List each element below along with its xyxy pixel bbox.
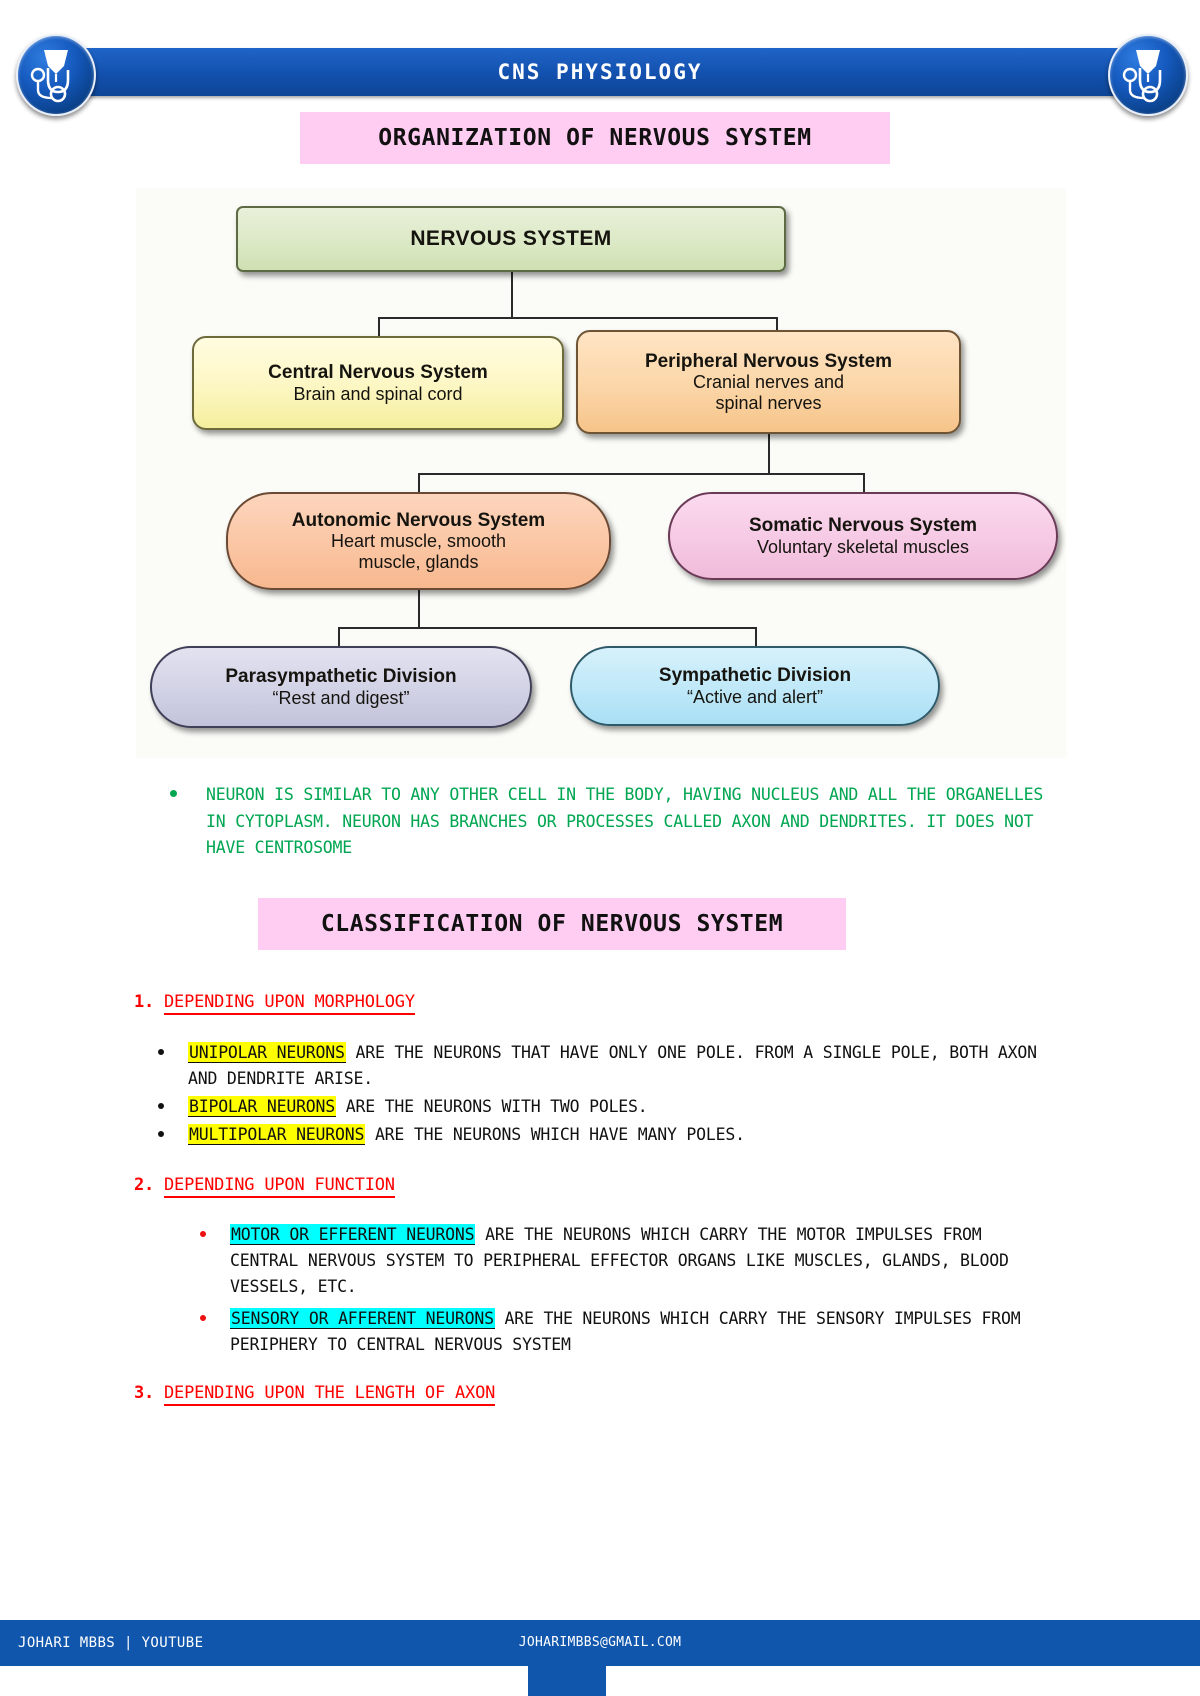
section-index: 2.	[134, 1175, 155, 1195]
list-item-text: ARE THE NEURONS WHICH CARRY THE MOTOR IM…	[230, 1225, 1009, 1297]
section-heading-2: 2. DEPENDING UPON FUNCTION	[134, 1175, 395, 1198]
section-heading-1: 1. DEPENDING UPON MORPHOLOGY	[134, 992, 415, 1015]
diagram-node-sympathetic-division: Sympathetic Division “Active and alert”	[570, 646, 940, 726]
node-title: Central Nervous System	[268, 362, 488, 384]
section-heading-3: 3. DEPENDING UPON THE LENGTH OF AXON	[134, 1383, 495, 1406]
node-subtitle: “Active and alert”	[686, 686, 824, 707]
list-item-text: ARE THE NEURONS WITH TWO POLES.	[336, 1097, 648, 1117]
connector-ns-down	[511, 272, 513, 318]
nervous-system-diagram: NERVOUS SYSTEM Central Nervous System Br…	[136, 188, 1066, 758]
organization-banner: ORGANIZATION OF NERVOUS SYSTEM	[300, 112, 890, 164]
neuron-note-text: NEURON IS SIMILAR TO ANY OTHER CELL IN T…	[206, 785, 1044, 858]
footer-tab-accent	[528, 1666, 606, 1696]
section-index: 3.	[134, 1383, 155, 1403]
list-item: BIPOLAR NEURONS ARE THE NEURONS WITH TWO…	[150, 1094, 1050, 1120]
stethoscope-icon-left	[16, 34, 96, 116]
diagram-node-somatic-nervous-system: Somatic Nervous System Voluntary skeleta…	[668, 492, 1058, 580]
neuron-note: NEURON IS SIMILAR TO ANY OTHER CELL IN T…	[170, 782, 1070, 862]
diagram-node-peripheral-nervous-system: Peripheral Nervous System Cranial nerves…	[576, 330, 961, 434]
bullet-marker-icon	[200, 1231, 206, 1237]
section-label: DEPENDING UPON FUNCTION	[164, 1175, 395, 1198]
bullet-marker-icon	[158, 1103, 164, 1110]
list-item: MOTOR OR EFFERENT NEURONS ARE THE NEURON…	[192, 1222, 1050, 1300]
section-label: DEPENDING UPON THE LENGTH OF AXON	[164, 1383, 495, 1406]
node-title: Peripheral Nervous System	[644, 351, 893, 373]
connector-pns-up	[776, 317, 778, 331]
diagram-node-nervous-system: NERVOUS SYSTEM	[236, 206, 786, 272]
section-label: DEPENDING UPON MORPHOLOGY	[164, 992, 415, 1015]
node-subtitle-line1: Cranial nerves and	[692, 372, 845, 393]
list-item-text: ARE THE NEURONS THAT HAVE ONLY ONE POLE.…	[188, 1043, 1037, 1089]
node-title: Parasympathetic Division	[225, 666, 457, 688]
diagram-node-autonomic-nervous-system: Autonomic Nervous System Heart muscle, s…	[226, 492, 611, 590]
footer-email: JOHARIMBBS@GMAIL.COM	[518, 1635, 682, 1650]
connector-pns-horizontal	[418, 473, 864, 475]
bullet-marker-icon	[170, 790, 177, 797]
connector-pns-down	[768, 434, 770, 474]
bullet-marker-icon	[158, 1049, 164, 1055]
stethoscope-icon-right	[1108, 34, 1188, 116]
list-item-text: ARE THE NEURONS WHICH CARRY THE SENSORY …	[230, 1309, 1021, 1355]
highlighted-term: SENSORY OR AFFERENT NEURONS	[230, 1308, 495, 1330]
node-subtitle-line2: spinal nerves	[715, 392, 822, 413]
node-subtitle: Brain and spinal cord	[293, 383, 463, 404]
list-item-text: ARE THE NEURONS WHICH HAVE MANY POLES.	[365, 1125, 745, 1145]
node-subtitle: Voluntary skeletal muscles	[756, 536, 970, 557]
node-title: Autonomic Nervous System	[291, 510, 546, 532]
highlighted-term: BIPOLAR NEURONS	[188, 1096, 337, 1118]
connector-ans-up	[418, 473, 420, 493]
highlighted-term: MOTOR OR EFFERENT NEURONS	[230, 1224, 476, 1245]
section-2-bullets: MOTOR OR EFFERENT NEURONS ARE THE NEURON…	[192, 1222, 1050, 1360]
bullet-marker-icon	[158, 1131, 164, 1138]
connector-ans-down	[418, 590, 420, 628]
section-1-bullets: UNIPOLAR NEURONS ARE THE NEURONS THAT HA…	[150, 1040, 1050, 1150]
classification-banner: CLASSIFICATION OF NERVOUS SYSTEM	[258, 898, 846, 950]
diagram-node-parasympathetic-division: Parasympathetic Division “Rest and diges…	[150, 646, 532, 728]
diagram-node-central-nervous-system: Central Nervous System Brain and spinal …	[192, 336, 564, 430]
connector-ns-horizontal	[378, 317, 778, 319]
bullet-marker-icon	[200, 1315, 206, 1322]
list-item: UNIPOLAR NEURONS ARE THE NEURONS THAT HA…	[150, 1040, 1050, 1092]
node-subtitle-line2: muscle, glands	[358, 551, 479, 572]
list-item: MULTIPOLAR NEURONS ARE THE NEURONS WHICH…	[150, 1122, 1050, 1148]
highlighted-term: UNIPOLAR NEURONS	[188, 1042, 346, 1063]
connector-symp-up	[755, 627, 757, 647]
footer-credit: JOHARI MBBS | YOUTUBE	[18, 1635, 204, 1651]
page-title: CNS PHYSIOLOGY	[497, 60, 703, 84]
connector-para-up	[338, 627, 340, 647]
node-subtitle: “Rest and digest”	[272, 687, 410, 708]
highlighted-term: MULTIPOLAR NEURONS	[188, 1124, 366, 1146]
section-index: 1.	[134, 992, 155, 1012]
footer-bar	[0, 1620, 1200, 1666]
header-bar	[52, 48, 1148, 96]
connector-ans-horizontal	[338, 627, 756, 629]
node-title: Sympathetic Division	[658, 665, 852, 687]
node-title: NERVOUS SYSTEM	[410, 227, 612, 251]
connector-sns-up	[863, 473, 865, 493]
node-subtitle-line1: Heart muscle, smooth	[330, 531, 507, 552]
connector-cns-up	[378, 317, 380, 337]
list-item: SENSORY OR AFFERENT NEURONS ARE THE NEUR…	[192, 1306, 1050, 1358]
page-header: CNS PHYSIOLOGY	[0, 0, 1200, 130]
node-title: Somatic Nervous System	[748, 515, 978, 537]
page-footer: JOHARIMBBS@GMAIL.COM JOHARI MBBS | YOUTU…	[0, 1620, 1200, 1696]
